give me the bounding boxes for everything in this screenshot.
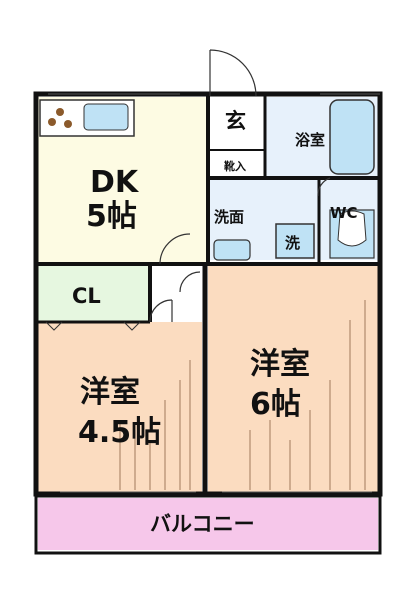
bath-label: 浴室: [295, 131, 325, 149]
window-marks: [48, 93, 380, 493]
kitchen-counter: [39, 99, 135, 137]
walls: [33, 91, 383, 555]
dk-label: DK: [90, 165, 140, 200]
dk-size-label: 5帖: [86, 199, 137, 234]
doors: [149, 49, 331, 323]
western-room-right-size: 6帖: [250, 387, 301, 422]
bathtub-icon: [329, 99, 375, 175]
stove-burner-icon: [56, 108, 64, 116]
washroom-label: 洗面: [214, 208, 244, 226]
western-room-left-label: 洋室: [80, 375, 140, 410]
washbasin-icon: [213, 239, 251, 261]
washer-pan-icon: [275, 223, 315, 259]
closet-label: CL: [72, 284, 101, 308]
floor-texture: [119, 300, 366, 490]
stove-burner-icon: [64, 120, 72, 128]
stove-burner-icon: [48, 118, 56, 126]
wc-label: WC: [330, 204, 358, 222]
balcony-floor: [38, 498, 378, 550]
balcony-label: バルコニー: [150, 512, 255, 536]
western-room-left-size: 4.5帖: [78, 415, 161, 450]
toilet-icon: [329, 209, 375, 259]
closet-door-marks: [45, 321, 141, 331]
closet-floor: [38, 266, 148, 322]
shoe-box-label: 靴入: [224, 159, 246, 173]
entrance-floor: [210, 97, 266, 177]
sink-icon: [83, 103, 129, 131]
washer-label: 洗: [285, 234, 300, 252]
entrance-label: 玄: [225, 109, 246, 133]
western-room-right-label: 洋室: [250, 347, 310, 382]
